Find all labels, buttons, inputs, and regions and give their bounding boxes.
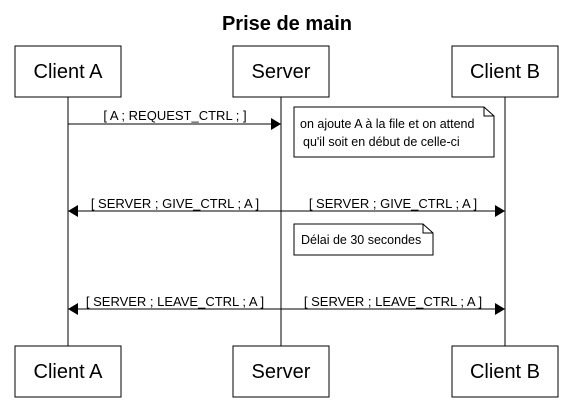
actor-server-bottom-label: Server — [252, 361, 311, 383]
actor-client-a-bottom-label: Client A — [34, 361, 104, 383]
message-give-ctrl-to-a-label: [ SERVER ; GIVE_CTRL ; A ] — [91, 196, 259, 211]
note-queue-line1: on ajoute A à la file et on attend — [300, 117, 474, 131]
actor-server-bottom: Server — [232, 345, 330, 398]
message-give-ctrl-to-b-label: [ SERVER ; GIVE_CTRL ; A ] — [309, 196, 477, 211]
note-queue: on ajoute A à la file et on attend qu'il… — [293, 106, 495, 158]
actor-client-a-top-label: Client A — [34, 61, 104, 83]
note-delay: Délai de 30 secondes — [293, 223, 434, 256]
message-request-ctrl-label: [ A ; REQUEST_CTRL ; ] — [103, 108, 246, 123]
actor-server-top: Server — [232, 45, 330, 98]
actor-client-a-bottom: Client A — [14, 345, 122, 398]
note-queue-line2: qu'il soit en début de celle-ci — [303, 135, 460, 149]
actor-client-b-bottom: Client B — [451, 345, 559, 398]
message-leave-ctrl-to-b-label: [ SERVER ; LEAVE_CTRL ; A ] — [304, 294, 482, 309]
actor-client-a-top: Client A — [14, 45, 122, 98]
actor-client-b-top: Client B — [451, 45, 559, 98]
diagram-title: Prise de main — [222, 13, 352, 35]
actor-server-top-label: Server — [252, 61, 311, 83]
message-leave-ctrl-to-a-label: [ SERVER ; LEAVE_CTRL ; A ] — [86, 294, 264, 309]
actor-client-b-bottom-label: Client B — [470, 361, 540, 383]
actor-client-b-top-label: Client B — [470, 61, 540, 83]
note-delay-label: Délai de 30 secondes — [301, 233, 421, 247]
